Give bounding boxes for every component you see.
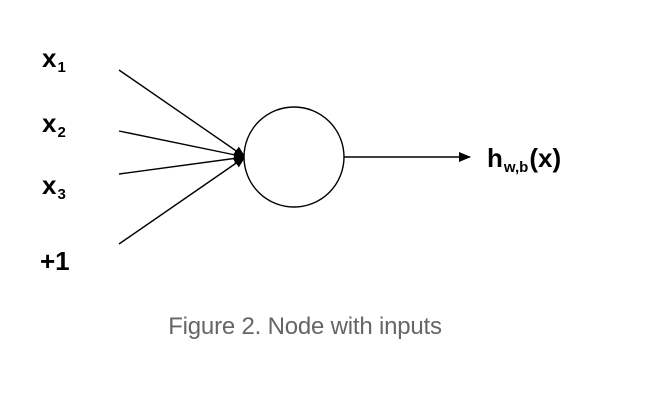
input-label-subscript: 2	[57, 124, 66, 141]
input-label-subscript: 1	[57, 59, 66, 76]
output-label-base: h	[487, 143, 503, 173]
input-edge-x3	[118, 153, 246, 175]
input-label-x3: x3	[42, 170, 66, 202]
input-label-x2: x2	[42, 108, 66, 140]
input-label-base: +1	[40, 246, 70, 276]
input-edge-x1	[118, 69, 246, 158]
output-label-argument: (x)	[529, 143, 562, 173]
input-label-subscript: 3	[57, 186, 66, 203]
neuron-node	[243, 106, 345, 208]
input-label-x1: x1	[42, 43, 66, 75]
figure-caption: Figure 2. Node with inputs	[168, 313, 442, 340]
input-label-base: x	[42, 170, 57, 200]
input-label-bias: +1	[40, 248, 71, 274]
input-edge-x2	[118, 130, 246, 160]
input-label-base: x	[42, 108, 57, 138]
input-label-base: x	[42, 43, 57, 73]
output-label-subscript: w,b	[503, 159, 529, 176]
input-edge-bias	[118, 156, 246, 245]
output-label: hw,b(x)	[487, 143, 562, 175]
